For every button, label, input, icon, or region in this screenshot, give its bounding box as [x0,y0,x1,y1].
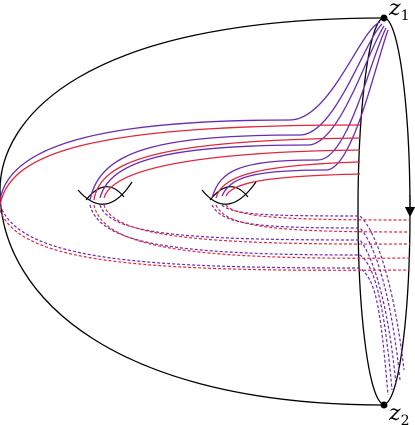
label-z1: z1 [388,0,410,24]
red-dashed-1 [0,209,411,271]
purple-dashed-2 [89,204,393,391]
handle-left [77,181,133,205]
point-z1 [380,14,388,22]
label-z2: z2 [388,401,410,425]
red-curve-5 [225,173,361,197]
red-curve-2 [93,137,361,201]
purple-dashed-4 [211,204,401,381]
handle-right [201,181,257,205]
purple-dashed-1 [0,204,389,396]
point-z2 [380,401,388,409]
red-curve-1 [0,124,361,206]
purple-curve-5 [221,29,389,197]
red-dashed-5 [225,204,411,221]
outer-surface-outline [0,17,385,406]
red-dashed-3 [103,204,411,245]
purple-curve-group [0,21,389,201]
red-curve-3 [103,149,361,199]
purple-dashed-group [0,204,405,396]
red-curve-4 [215,161,361,199]
purple-curve-3 [99,25,385,199]
purple-curve-1 [0,21,381,201]
red-dashed-group [0,204,411,271]
purple-dashed-3 [99,204,397,386]
purple-curve-4 [211,27,387,199]
red-curve-group [0,124,361,206]
red-dashed-4 [215,204,411,233]
purple-curve-2 [89,23,383,201]
red-dashed-2 [93,204,411,259]
